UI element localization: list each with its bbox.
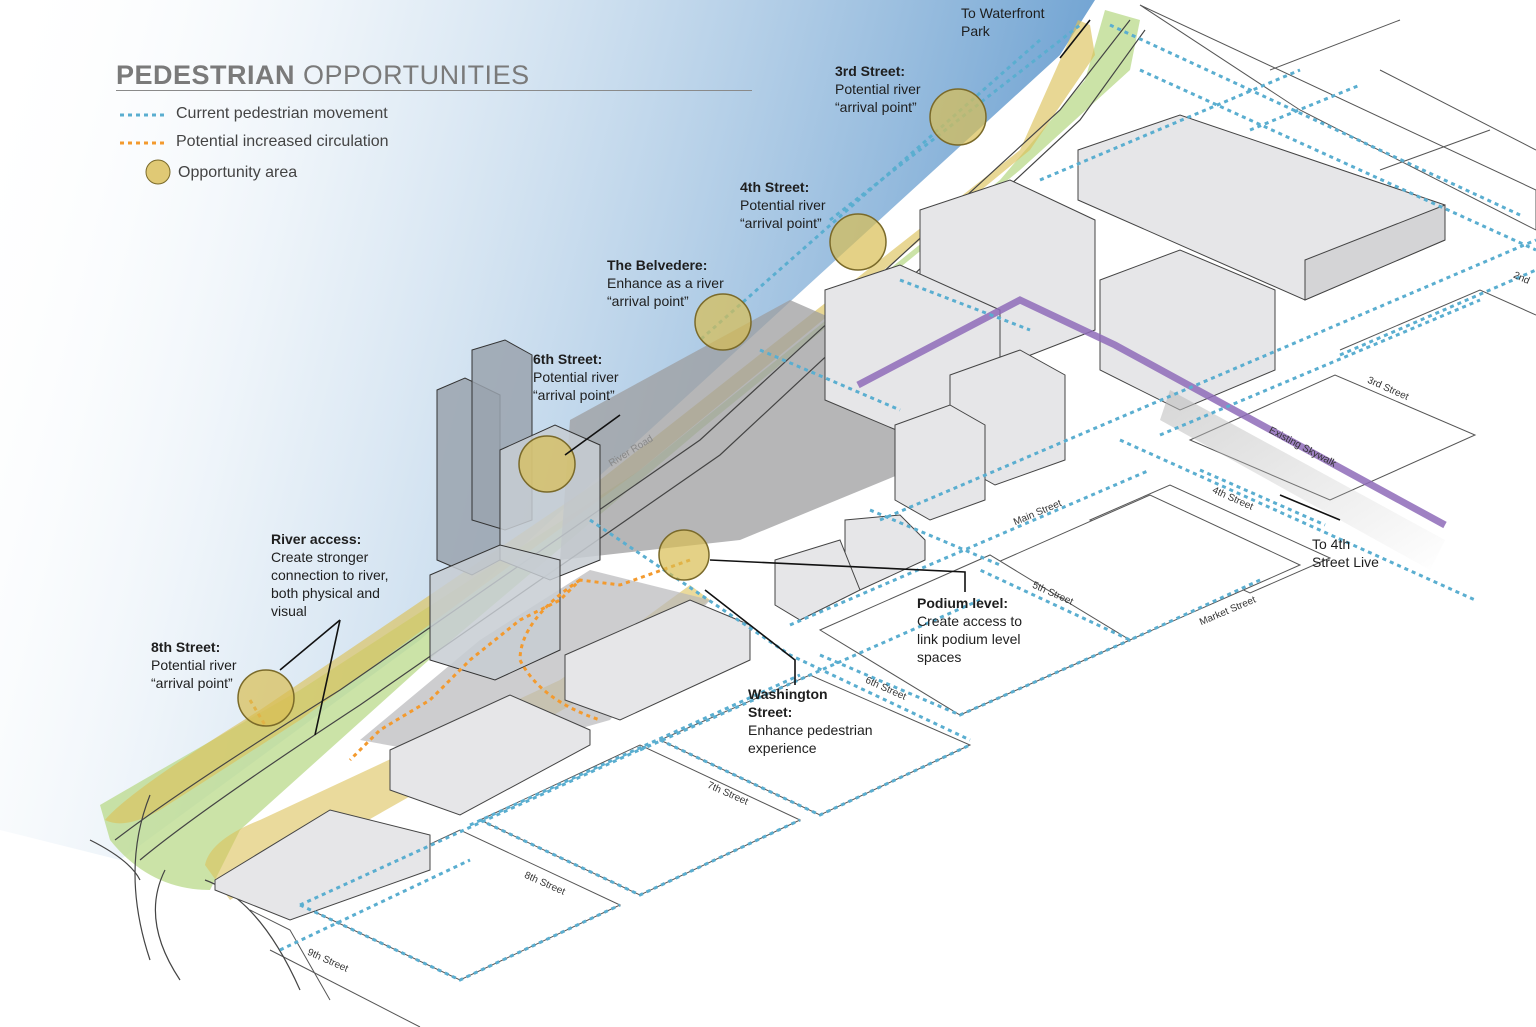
- annotation-river-access: River access: Create stronger connection…: [271, 530, 389, 620]
- annotation-body: Enhance as a river “arrival point”: [607, 275, 724, 309]
- existing-skywalk: [856, 296, 1447, 529]
- legend-item-current: Current pedestrian movement: [176, 105, 388, 122]
- legend-title-rest: OPPORTUNITIES: [303, 60, 530, 90]
- legend-opportunity-swatch: [145, 159, 171, 185]
- leader-lines: [279, 19, 1341, 736]
- annotation-6th-street: 6th Street: Potential river “arrival poi…: [533, 350, 619, 404]
- annotation-heading: Podium level:: [917, 595, 1009, 611]
- annotation-heading: 3rd Street:: [835, 63, 906, 79]
- annotation-heading: Washington Street:: [748, 686, 828, 720]
- buildings: [214, 114, 1446, 921]
- annotation-heading: The Belvedere:: [607, 257, 708, 273]
- opportunity-circles: [237, 88, 987, 727]
- annotation-heading: 6th Street:: [533, 351, 603, 367]
- annotation-body: Create stronger connection to river, bot…: [271, 549, 389, 619]
- annotation-4th-street-live: To 4th Street Live: [1312, 536, 1379, 570]
- annotation-waterfront: To Waterfront Park: [961, 5, 1045, 39]
- annotation-body: Potential river “arrival point”: [740, 197, 826, 231]
- legend-title-bold: PEDESTRIAN: [116, 60, 296, 90]
- annotation-heading: River access:: [271, 531, 362, 547]
- annotation-body: Potential river “arrival point”: [835, 81, 921, 115]
- opportunity-4th-street: [829, 213, 887, 271]
- opportunity-podium: [658, 529, 710, 581]
- annotation-3rd-street: 3rd Street: Potential river “arrival poi…: [835, 62, 921, 116]
- annotation-body: Potential river “arrival point”: [151, 657, 237, 691]
- annotation-belvedere: The Belvedere: Enhance as a river “arriv…: [607, 256, 724, 310]
- lower-podium: [360, 570, 710, 760]
- roadways: [89, 19, 1146, 991]
- skywalk-shadow: [1160, 390, 1445, 570]
- annotation-8th-street: 8th Street: Potential river “arrival poi…: [151, 638, 237, 692]
- legend-item-opportunity: Opportunity area: [178, 164, 298, 181]
- opportunity-3rd-street: [929, 88, 987, 146]
- opportunity-belvedere: [694, 293, 752, 351]
- annotation-body: Create access to link podium level space…: [917, 613, 1023, 665]
- annotation-podium-level: Podium level: Create access to link podi…: [917, 594, 1022, 666]
- legend-item-potential: Potential increased circulation: [176, 133, 389, 150]
- annotation-body: Potential river “arrival point”: [533, 369, 619, 403]
- annotation-body: Enhance pedestrian experience: [748, 722, 873, 756]
- annotation-heading: 4th Street:: [740, 179, 810, 195]
- annotation-washington-street: Washington Street: Enhance pedestrian ex…: [748, 685, 873, 757]
- annotation-heading: 8th Street:: [151, 639, 221, 655]
- opportunity-6th-street: [518, 435, 576, 493]
- legend-divider: [116, 90, 752, 91]
- legend-title: PEDESTRIAN OPPORTUNITIES: [116, 60, 530, 91]
- current-pedestrian-paths: [279, 23, 1536, 982]
- opportunity-8th-street: [237, 669, 295, 727]
- annotation-4th-street: 4th Street: Potential river “arrival poi…: [740, 178, 826, 232]
